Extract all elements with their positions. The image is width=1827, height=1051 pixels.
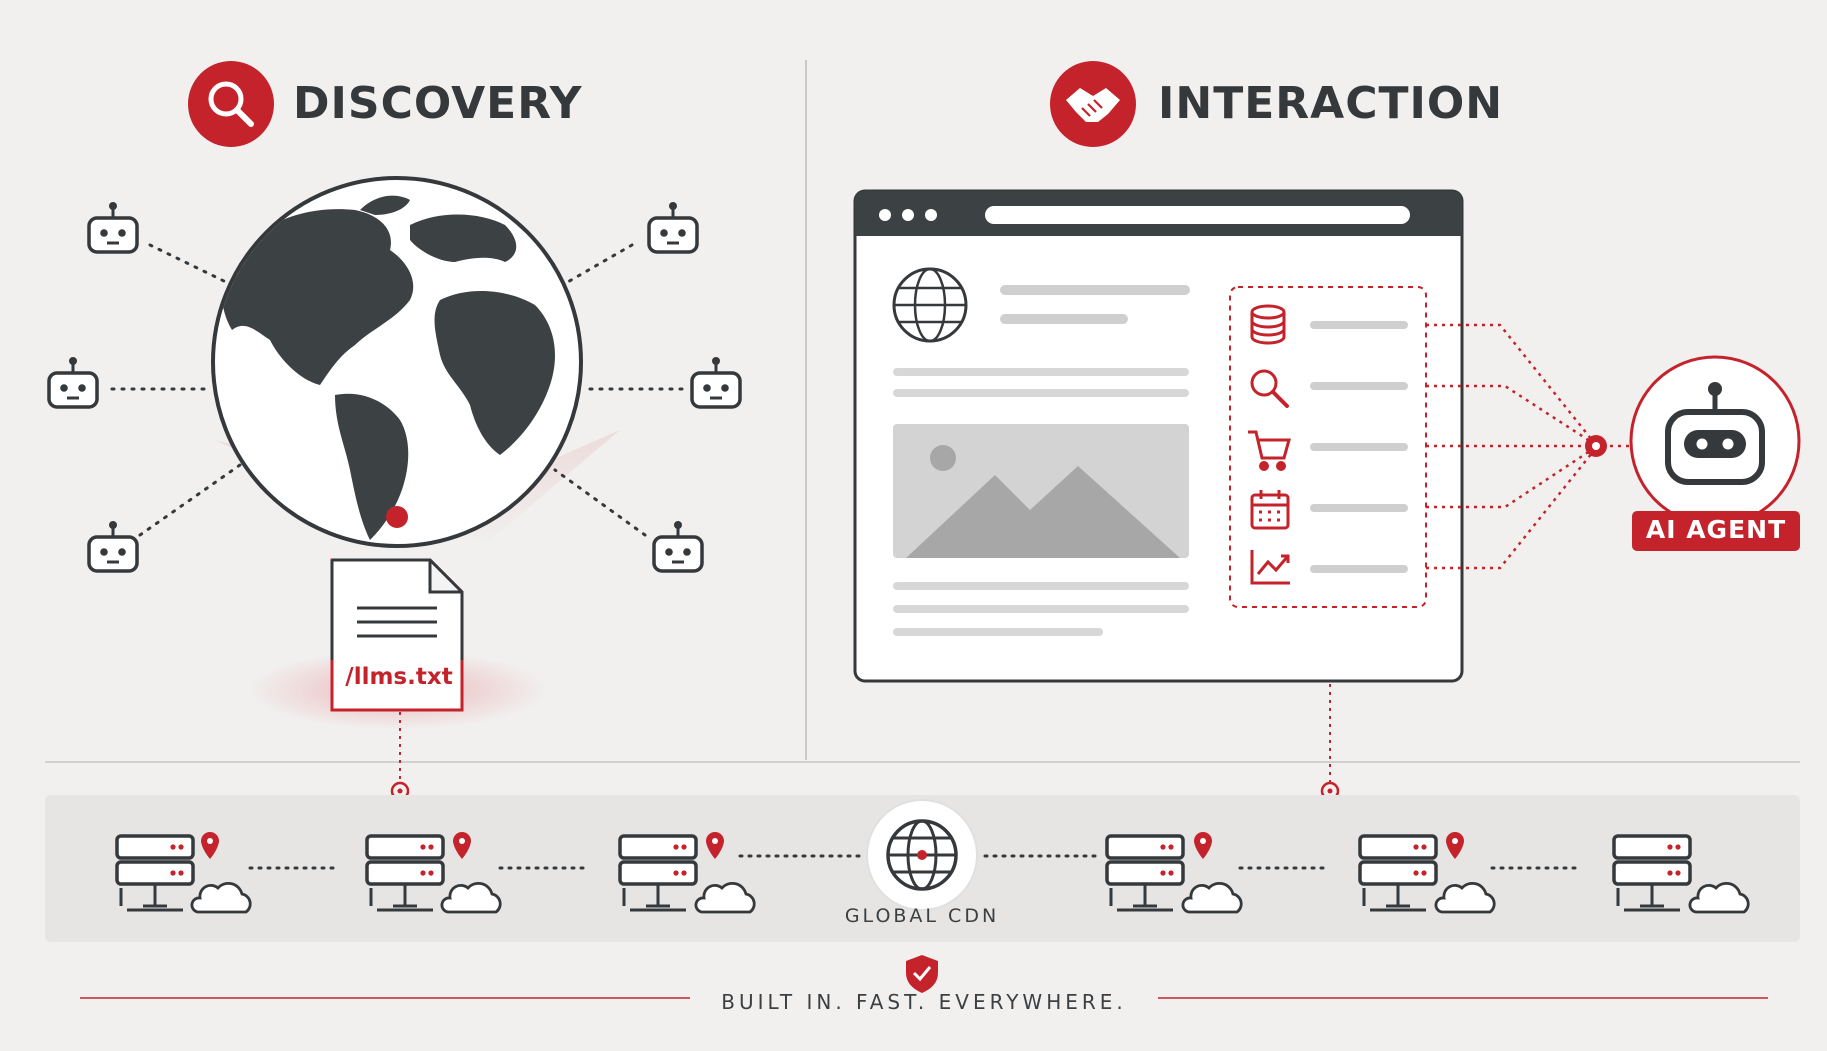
browser-window-icon: [853, 189, 1464, 683]
tool-placeholder-lines: [1310, 321, 1408, 573]
global-cdn-label: GLOBAL CDN: [844, 905, 1000, 927]
handshake-icon: [1050, 61, 1136, 147]
magnifier-icon: [188, 61, 274, 147]
robot-head-icon: [652, 519, 704, 573]
tool-icons: [1248, 304, 1291, 585]
shield-check-icon: [906, 955, 938, 993]
world-globe-icon: [211, 176, 583, 548]
robot-head-icon: [690, 355, 742, 409]
cdn-links: [248, 854, 1584, 870]
ai-agent-label: AI AGENT: [1645, 515, 1787, 544]
robot-head-icon: [647, 200, 699, 254]
file-icon: [330, 558, 464, 712]
globe-anchor-dot: [386, 506, 408, 528]
footer-tagline: BUILT IN. FAST. EVERYWHERE.: [721, 990, 1127, 1014]
search-icon: [1250, 369, 1289, 408]
discovery-title: DISCOVERY: [293, 78, 583, 129]
tool-connectors: [1426, 323, 1630, 570]
ai-agent-badge: [1632, 511, 1800, 551]
robot-head-icon: [87, 519, 139, 573]
chart-trend-icon: [1250, 550, 1290, 585]
bot-connectors: [110, 243, 684, 537]
ai-agent-icon: [1629, 355, 1801, 527]
calendar-icon: [1250, 490, 1290, 530]
interaction-title: INTERACTION: [1158, 78, 1504, 129]
robot-head-icon: [87, 200, 139, 254]
discovery-beam: [215, 430, 620, 540]
global-cdn-icon: [866, 799, 978, 911]
database-icon: [1250, 304, 1286, 345]
llms-file-label: /llms.txt: [345, 664, 453, 690]
shopping-cart-icon: [1248, 430, 1291, 471]
robot-head-icon: [47, 355, 99, 409]
